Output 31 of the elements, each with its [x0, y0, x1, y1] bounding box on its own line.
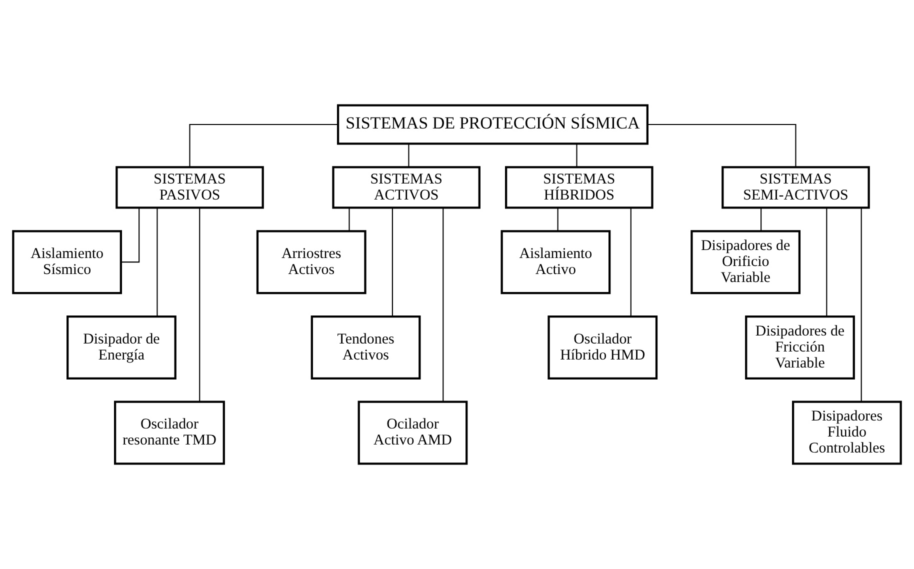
node-box: Aislamiento Activo [500, 230, 611, 294]
node-box: Disipadores Fluido Controlables [792, 400, 902, 465]
connector [156, 208, 158, 316]
connector [121, 208, 140, 263]
node-box: Disipadores de Fricción Variable [745, 315, 855, 380]
connector [630, 208, 632, 316]
connector [648, 124, 796, 167]
connector [199, 208, 200, 402]
node-box: Aislamiento Sísmico [12, 230, 122, 294]
connector [557, 208, 558, 232]
node-box: SISTEMAS ACTIVOS [332, 166, 480, 209]
connector [826, 208, 828, 316]
node-box: Ocilador Activo AMD [358, 400, 468, 465]
connector [408, 144, 410, 167]
node-box: Oscilador Híbrido HMD [548, 315, 658, 380]
node-box: Disipador de Energía [66, 315, 176, 380]
connector [860, 208, 862, 402]
node-box: SISTEMAS SEMI-ACTIVOS [722, 166, 870, 209]
node-box: Oscilador resonante TMD [114, 400, 225, 465]
connector [442, 208, 444, 402]
node-box: SISTEMAS DE PROTECCIÓN SÍSMICA [336, 104, 648, 145]
node-box: Disipadores de Orificio Variable [690, 230, 801, 294]
node-box: Arriostres Activos [256, 230, 366, 294]
node-box: SISTEMAS HÍBRIDOS [505, 166, 654, 209]
connector [576, 144, 578, 167]
connector [348, 208, 350, 232]
connector [760, 208, 762, 232]
node-box: SISTEMAS PASIVOS [116, 166, 264, 209]
connector [189, 124, 338, 167]
node-box: Tendones Activos [310, 315, 421, 380]
connector [392, 208, 393, 316]
